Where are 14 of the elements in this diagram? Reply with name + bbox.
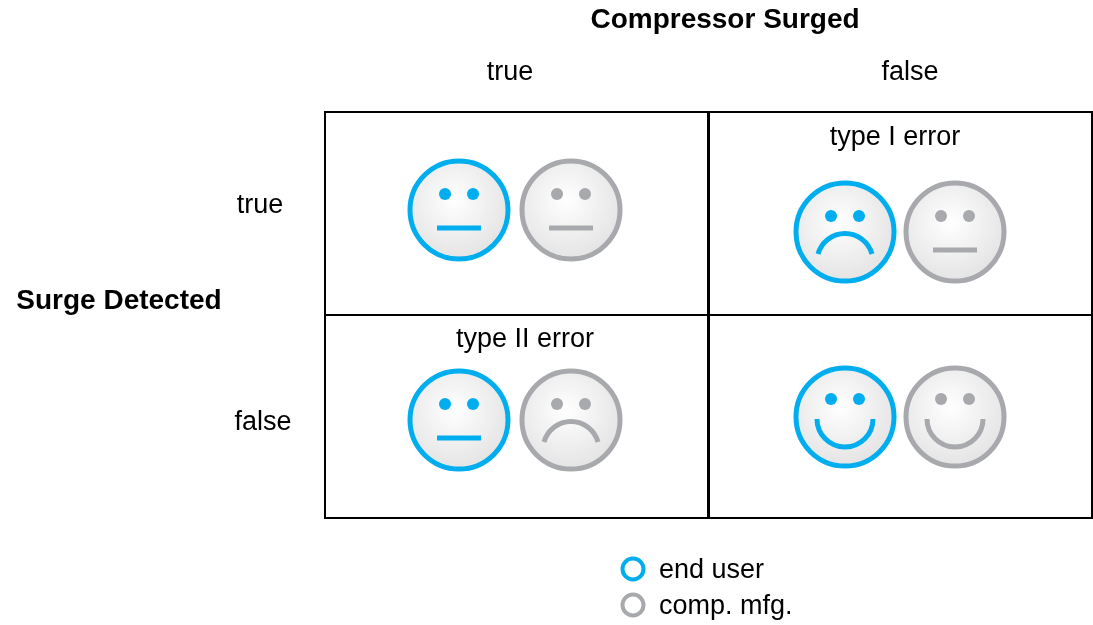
axis-title: Compressor Surged xyxy=(590,1,860,36)
cell-label: type II error xyxy=(456,323,594,354)
matrix-cell xyxy=(707,111,1093,316)
matrix-cell xyxy=(324,111,710,316)
row-header: false xyxy=(234,405,292,439)
column-header: false xyxy=(881,55,939,89)
row-header: true xyxy=(236,188,284,222)
matrix-cell xyxy=(707,314,1093,519)
legend-label: comp. mfg. xyxy=(659,589,793,621)
legend-label: end user xyxy=(659,553,765,585)
matrix-cell xyxy=(324,314,710,519)
cell-label: type I error xyxy=(829,121,961,152)
column-header: true xyxy=(486,55,534,89)
axis-title: Surge Detected xyxy=(16,282,222,317)
